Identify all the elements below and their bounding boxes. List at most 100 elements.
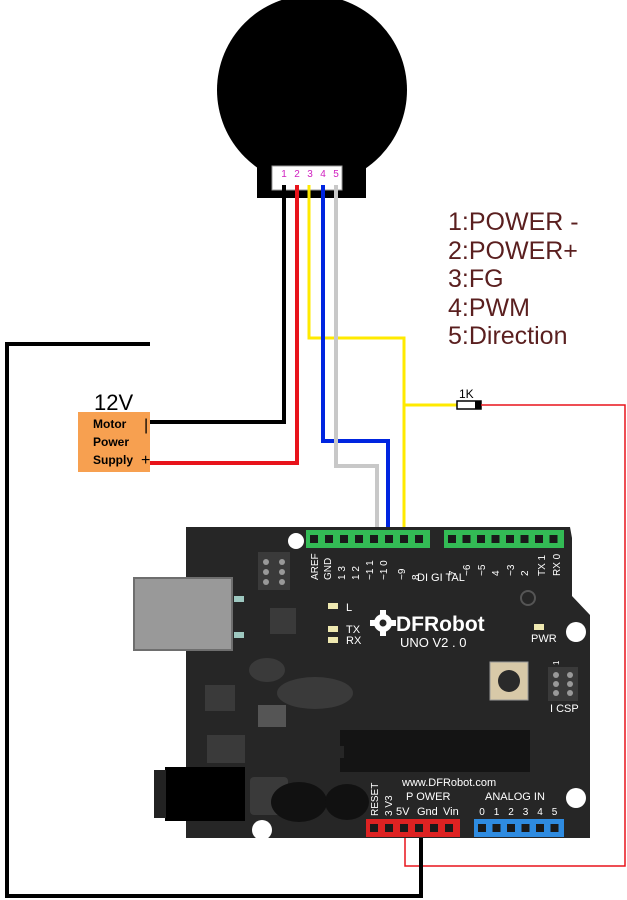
- digital-pin-label: ~5: [477, 564, 488, 576]
- digital-pin-label: ~3: [506, 564, 517, 576]
- supply-plus-terminal: +: [141, 452, 151, 469]
- legend-item-3: 3:FG: [448, 265, 504, 293]
- analog-header-label: ANALOG IN: [485, 791, 545, 803]
- led-label-l: L: [346, 602, 352, 614]
- regulator: [205, 685, 235, 711]
- power-header: [366, 819, 460, 837]
- analog-header: [474, 819, 564, 837]
- header-hole: [448, 535, 456, 543]
- usb-port: [133, 577, 233, 651]
- icsp-pin-mark: 1: [552, 660, 561, 665]
- header-hole: [492, 824, 501, 832]
- led-l: [328, 603, 338, 609]
- supply-minus-terminal: |: [144, 417, 149, 434]
- header-hole: [370, 535, 378, 543]
- crystal: [277, 677, 353, 709]
- wire-power-minus: [150, 185, 286, 424]
- led-tx: [328, 626, 338, 632]
- header-hole: [415, 535, 423, 543]
- capacitor: [271, 782, 327, 822]
- icsp-label: I CSP: [550, 703, 579, 715]
- board-model: UNO V2 . 0: [400, 635, 466, 650]
- connector-pin-label: 3: [307, 169, 313, 180]
- header-hole: [400, 535, 408, 543]
- mount-hole: [566, 622, 586, 642]
- power-pin-label: Vin: [443, 806, 459, 818]
- header-hole: [491, 535, 500, 543]
- header-hole: [400, 824, 408, 832]
- mount-hole: [288, 533, 304, 549]
- chip: [258, 705, 286, 727]
- digital-pin-label: 2: [520, 570, 531, 576]
- mount-hole: [252, 820, 272, 840]
- supply-line-2: Power: [93, 435, 130, 449]
- wire-ground-return: [5, 342, 423, 898]
- header-hole: [340, 535, 348, 543]
- wire-pwm: [321, 185, 390, 533]
- led-rx: [328, 637, 338, 643]
- dc-jack: [165, 767, 245, 821]
- digital-pin-label: ~1 1: [365, 560, 376, 580]
- header-hole: [507, 824, 515, 832]
- header-hole: [310, 535, 318, 543]
- wire-power-plus: [150, 185, 299, 465]
- power-pin-label: RESET: [370, 783, 381, 816]
- led-pwr: [534, 624, 544, 630]
- website: www.DFRobot.com: [401, 777, 496, 789]
- header-hole: [370, 824, 378, 832]
- digital-label: DI GI TAL: [417, 572, 465, 584]
- supply-line-3: Supply: [93, 453, 134, 467]
- crystal: [249, 658, 285, 682]
- header-hole: [535, 535, 543, 543]
- power-pin-label: 3 V3: [384, 795, 395, 816]
- header-hole: [445, 824, 453, 832]
- digital-pin-label: RX 0: [552, 553, 563, 576]
- legend-item-2: 2:POWER+: [448, 236, 578, 265]
- connector-pin-label: 2: [294, 169, 300, 180]
- digital-pin-label: 4: [491, 570, 502, 576]
- digital-pin-label: GND: [323, 558, 334, 580]
- microcontroller: [340, 730, 530, 772]
- header-hole: [385, 824, 393, 832]
- wire-direction: [334, 185, 379, 533]
- header-hole: [355, 535, 363, 543]
- header-hole: [536, 824, 544, 832]
- header-hole: [325, 535, 333, 543]
- digital-pin-label: 7: [448, 570, 459, 576]
- pwr-label: PWR: [531, 633, 557, 645]
- power-header-label: P OWER: [406, 791, 450, 803]
- power-pin-label: 5V: [396, 806, 410, 818]
- dfrobot-gear-icon: [370, 610, 396, 636]
- wire-5v-pullup: [404, 404, 626, 867]
- digital-header-left: [306, 530, 430, 548]
- connector-pin-label: 4: [320, 169, 326, 180]
- connector-pin-label: 1: [281, 169, 287, 180]
- regulator: [207, 735, 245, 763]
- header-hole: [549, 535, 558, 543]
- analog-pin-label: 0: [479, 807, 485, 818]
- icsp-header: [548, 667, 578, 701]
- digital-pin-label: ~9: [397, 568, 408, 580]
- digital-pin-label: ~6: [462, 564, 473, 576]
- analog-pin-label: 5: [552, 807, 558, 818]
- power-pin-label: Gnd: [417, 806, 438, 818]
- wire-fg: [307, 185, 406, 533]
- digital-pin-label: AREF: [310, 553, 321, 580]
- analog-pin-label: 2: [508, 807, 514, 818]
- header-hole: [478, 824, 486, 832]
- digital-pin-label: ~1 0: [379, 560, 390, 580]
- supply-voltage: 12V: [94, 390, 134, 415]
- header-hole: [415, 824, 423, 832]
- led-label-rx: RX: [346, 635, 362, 647]
- header-hole: [385, 535, 393, 543]
- digital-pin-label: 8: [411, 574, 422, 580]
- mount-hole: [566, 788, 586, 808]
- motor-body: [217, 0, 407, 185]
- header-hole: [550, 824, 559, 832]
